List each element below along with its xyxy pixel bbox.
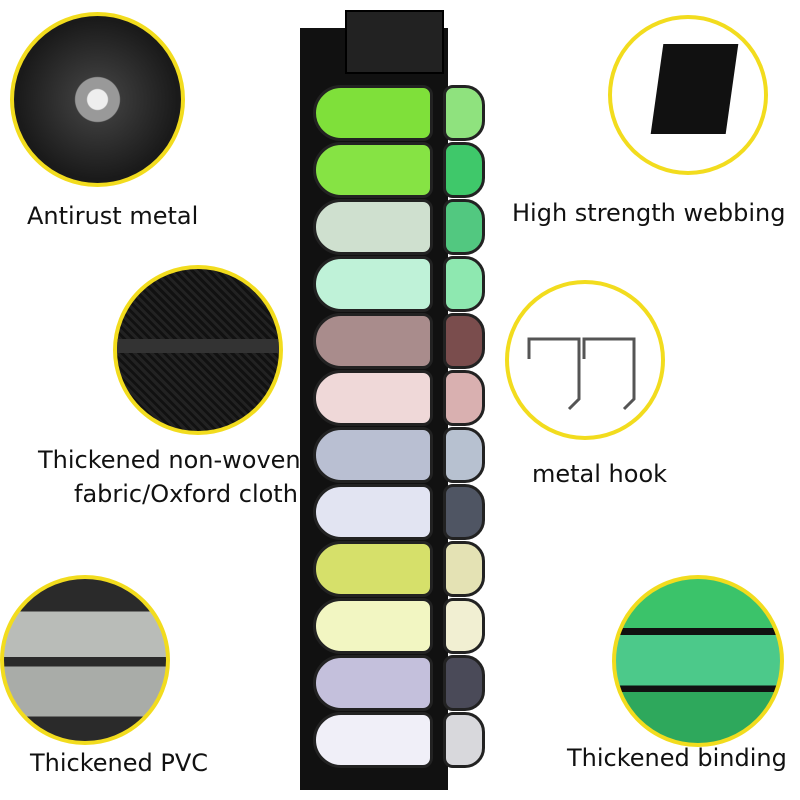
towel-roll-right [443, 85, 485, 141]
fabric-photo [113, 265, 283, 435]
antirust-metal-photo [10, 12, 185, 187]
hook-icon [527, 337, 636, 411]
pvc-photo [0, 575, 170, 745]
towel-roll-left [313, 541, 433, 597]
fabric-seam [117, 339, 279, 353]
organizer-header [345, 10, 444, 74]
pvc-label: Thickened PVC [30, 749, 209, 777]
fabric-label-2: fabric/Oxford cloth [74, 480, 298, 508]
towel-roll-right [443, 427, 485, 483]
towel-roll-right [443, 655, 485, 711]
towel-roll-right [443, 142, 485, 198]
towel-roll-right [443, 541, 485, 597]
towel-roll-left [313, 370, 433, 426]
towel-roll-left [313, 655, 433, 711]
webbing-photo [608, 15, 768, 175]
towel-roll-left [313, 484, 433, 540]
towel-roll-right [443, 484, 485, 540]
towel-roll-left [313, 598, 433, 654]
towel-roll-left [313, 712, 433, 768]
towel-roll-right [443, 370, 485, 426]
towel-roll-right [443, 712, 485, 768]
towel-roll-right [443, 598, 485, 654]
metal-hook-photo [505, 280, 665, 440]
towel-roll-right [443, 256, 485, 312]
webbing-strap [650, 44, 739, 134]
binding-label: Thickened binding [567, 744, 787, 772]
fabric-label-1: Thickened non-woven [38, 446, 301, 474]
towel-roll-left [313, 142, 433, 198]
towel-roll-left [313, 427, 433, 483]
binding-photo [612, 575, 784, 747]
towel-roll-left [313, 313, 433, 369]
webbing-label: High strength webbing [512, 199, 786, 227]
towel-roll-right [443, 199, 485, 255]
towel-roll-left [313, 256, 433, 312]
towel-roll-left [313, 199, 433, 255]
metal-hook-label: metal hook [532, 460, 668, 488]
towel-roll-right [443, 313, 485, 369]
towel-roll-left [313, 85, 433, 141]
antirust-metal-label: Antirust metal [27, 202, 199, 230]
